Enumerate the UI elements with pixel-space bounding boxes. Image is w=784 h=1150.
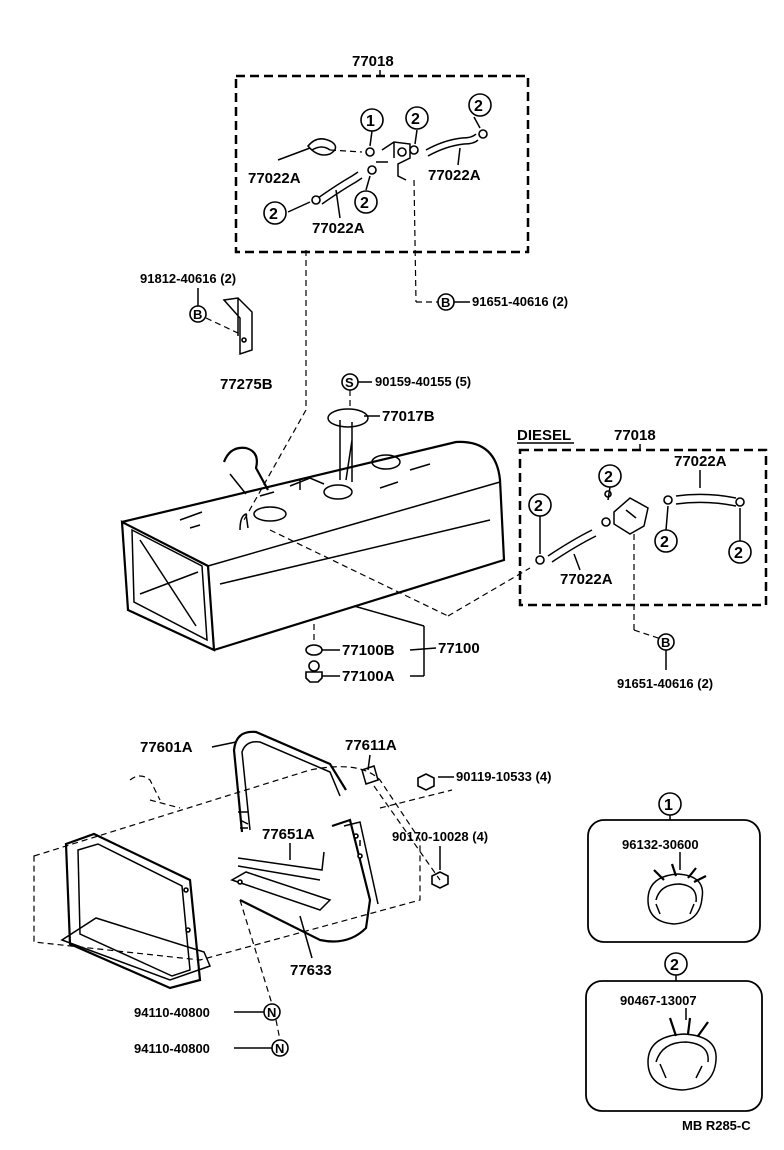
kit-diesel-box — [518, 448, 768, 607]
svg-text:1: 1 — [664, 797, 673, 814]
svg-text:B: B — [441, 295, 450, 310]
protector-2-label: 77633 — [290, 962, 332, 979]
svg-text:2: 2 — [269, 206, 278, 223]
clamp-marker-1: 1 — [360, 108, 384, 132]
bracket-label: 77275B — [220, 376, 273, 393]
sender-gauge-group: S 90159-40155 (5) 77017B — [327, 373, 471, 482]
svg-text:2: 2 — [660, 534, 669, 551]
clamp1-part-label: 96132-30600 — [622, 837, 699, 852]
svg-text:2: 2 — [360, 195, 369, 212]
drain-plug-b-label: 77100B — [342, 642, 395, 659]
diesel-kit-group: DIESEL 77018 77022A 2 2 2 2 77022A B 916… — [517, 427, 768, 691]
svg-text:1: 1 — [366, 113, 375, 130]
diesel-hose-a-label: 77022A — [674, 453, 727, 470]
diesel-label: DIESEL — [517, 427, 571, 444]
tank-band-group — [33, 730, 453, 990]
fuel-hose-fittings — [277, 116, 488, 303]
screw-label: 90159-40155 (5) — [375, 374, 471, 389]
band-left-label: 77601A — [140, 739, 193, 756]
svg-text:N: N — [267, 1005, 276, 1020]
b-marker: B — [437, 293, 455, 311]
nut-band-label: 90170-10028 (4) — [392, 829, 488, 844]
protector-label: 77651A — [262, 826, 315, 843]
svg-text:2: 2 — [604, 469, 613, 486]
svg-text:B: B — [661, 635, 670, 650]
fuel-hose-kit-group: 77018 — [234, 53, 530, 303]
clamp-detail-2: 2 90467-13007 — [585, 952, 763, 1112]
svg-text:2: 2 — [534, 498, 543, 515]
clamp-marker-2: 2 — [468, 93, 492, 117]
clamp-marker-1: 1 — [658, 792, 682, 816]
b-marker: B — [189, 305, 207, 323]
drain-plug-label: 77100 — [438, 640, 480, 657]
washer-1-label: 94110-40800 — [134, 1005, 210, 1020]
svg-text:2: 2 — [734, 545, 743, 562]
protector-2-part — [230, 871, 332, 911]
figure-code: MB R285-C — [682, 1118, 751, 1133]
nut-top-label: 91651-40616 (2) — [472, 294, 568, 309]
bracket-part — [222, 297, 253, 356]
s-marker: S — [341, 373, 359, 391]
washer-2-label: 94110-40800 — [134, 1041, 210, 1056]
nut-callout-top: B 91651-40616 (2) — [437, 293, 568, 311]
washer-group: 94110-40800 N 94110-40800 N — [134, 899, 289, 1057]
clamp-marker-2: 2 — [664, 952, 688, 976]
bracket-group: 91812-40616 (2) B 77275B — [140, 271, 273, 393]
kit-main-label: 77018 — [352, 53, 394, 70]
svg-text:N: N — [275, 1041, 284, 1056]
clamp-marker-2: 2 — [263, 201, 287, 225]
drain-plug-group: 77100B 77100 77100A — [305, 605, 480, 685]
kit-main-box — [234, 74, 530, 254]
clamp-detail-1: 1 96132-30600 — [587, 792, 761, 943]
band-right-label: 77611A — [345, 737, 397, 754]
hose-2-label: 77022A — [428, 167, 481, 184]
svg-text:B: B — [193, 307, 202, 322]
drain-plug-a-label: 77100A — [342, 668, 395, 685]
hose-1-label: 77022A — [248, 170, 301, 187]
clamp2-part-label: 90467-13007 — [620, 993, 697, 1008]
bolt-band-label: 90119-10533 (4) — [456, 769, 551, 784]
clamp-marker-2: 2 — [654, 529, 678, 553]
svg-text:2: 2 — [474, 98, 483, 115]
clamp-marker-2: 2 — [598, 464, 622, 488]
bolt-top-label: 91812-40616 (2) — [140, 271, 236, 286]
fuel-tank — [120, 440, 506, 652]
b-marker: B — [657, 633, 675, 651]
svg-text:2: 2 — [670, 957, 679, 974]
hose-3-label: 77022A — [312, 220, 365, 237]
kit-diesel-label: 77018 — [614, 427, 656, 444]
clamp-marker-2: 2 — [405, 106, 429, 130]
n-marker: N — [263, 1003, 281, 1021]
gauge-label: 77017B — [382, 408, 435, 425]
diesel-hose-b-label: 77022A — [560, 571, 613, 588]
nut-diesel-label: 91651-40616 (2) — [617, 676, 713, 691]
clamp-marker-2: 2 — [354, 190, 378, 214]
n-marker: N — [271, 1039, 289, 1057]
protector-part — [237, 851, 325, 881]
clamp-marker-2: 2 — [528, 493, 552, 517]
svg-text:S: S — [345, 375, 354, 390]
sender-gauge-part — [339, 420, 353, 482]
svg-text:2: 2 — [411, 111, 420, 128]
clamp-marker-2: 2 — [728, 540, 752, 564]
